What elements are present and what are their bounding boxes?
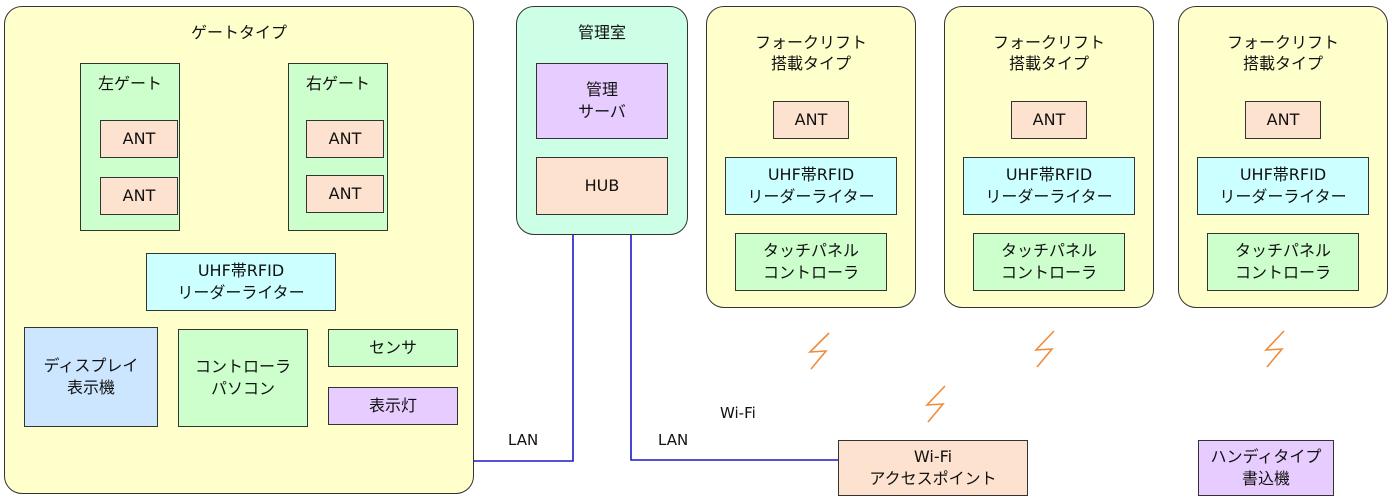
handy-writer: ハンディタイプ 書込機 [1198, 440, 1334, 496]
forklift-antenna-1: ANT [773, 101, 849, 139]
lightning-icon [807, 332, 830, 370]
left-gate-title: 左ゲート [97, 74, 162, 93]
forklift-title-3: フォークリフト 搭載タイプ [1226, 33, 1339, 73]
gate-type-title: ゲートタイプ [190, 23, 287, 42]
right-gate-title: 右ゲート [305, 74, 370, 93]
left-gate-antenna-2: ANT [100, 177, 178, 215]
forklift-antenna-2: ANT [1011, 101, 1087, 139]
wifi-access-point: Wi-Fi アクセスポイント [838, 440, 1028, 496]
lan-wire-hub-ap [630, 215, 838, 461]
sensor-box: センサ [328, 329, 458, 367]
lan-label-right: LAN [658, 431, 689, 449]
lightning-icon [925, 385, 946, 423]
forklift-touch-panel-3: タッチパネル コントローラ [1207, 233, 1359, 291]
right-gate-antenna-2: ANT [306, 175, 384, 213]
display-unit: ディスプレイ 表示機 [24, 327, 158, 427]
forklift-title-2: フォークリフト 搭載タイプ [992, 33, 1105, 73]
control-room-title: 管理室 [577, 23, 626, 42]
controller-pc: コントローラ パソコン [178, 329, 308, 427]
right-gate-antenna-1: ANT [306, 120, 384, 158]
indicator-lamp-box: 表示灯 [328, 387, 458, 425]
forklift-touch-panel-1: タッチパネル コントローラ [735, 233, 887, 291]
forklift-reader-writer-2: UHF帯RFID リーダーライター [963, 157, 1135, 215]
lightning-icon [1264, 330, 1285, 368]
forklift-reader-writer-3: UHF帯RFID リーダーライター [1197, 157, 1369, 215]
wifi-label: Wi-Fi [720, 404, 756, 422]
lan-label-left: LAN [508, 431, 539, 449]
lightning-icon [1034, 330, 1055, 368]
management-server: 管理 サーバ [536, 63, 668, 139]
forklift-title-1: フォークリフト 搭載タイプ [754, 33, 867, 73]
forklift-antenna-3: ANT [1245, 101, 1321, 139]
left-gate-antenna-1: ANT [100, 120, 178, 158]
gate-reader-writer: UHF帯RFID リーダーライター [146, 253, 336, 311]
forklift-reader-writer-1: UHF帯RFID リーダーライター [725, 157, 897, 215]
forklift-touch-panel-2: タッチパネル コントローラ [973, 233, 1125, 291]
network-hub: HUB [536, 157, 668, 215]
